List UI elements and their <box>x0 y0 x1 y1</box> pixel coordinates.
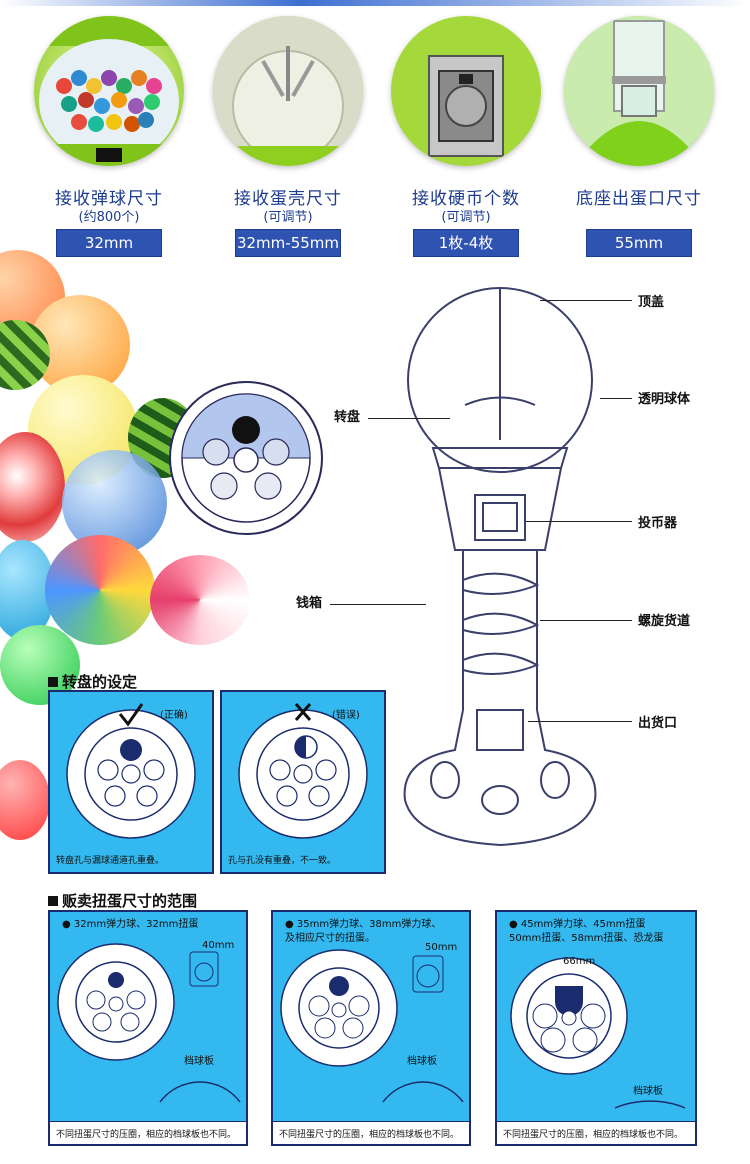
feature-title: 接收弹球尺寸 <box>55 189 163 209</box>
dimension-label: 40mm <box>202 940 235 951</box>
size-caption: 不同扭蛋尺寸的压圈，相应的档球板也不同。 <box>279 1130 460 1140</box>
bullet-square-icon <box>48 677 58 687</box>
feature-title: 底座出蛋口尺寸 <box>576 189 702 209</box>
size-panel-small: ● 32mm弹力球、32mm扭蛋 40mm 档球板 不同扭蛋尺寸的压圈，相应的档… <box>48 910 248 1146</box>
callout-line <box>540 300 632 301</box>
callout-line <box>330 604 426 605</box>
label-coin-mechanism: 投币器 <box>638 516 678 531</box>
dimension-label: 50mm <box>425 942 458 953</box>
wrong-tag: (错误) <box>332 710 360 721</box>
size-note: ● 35mm弹力球、38mm弹力球、及相应尺寸的扭蛋。 <box>285 919 442 944</box>
callout-line <box>368 418 450 419</box>
feature-outlet-size: 底座出蛋口尺寸 55mm <box>554 16 724 257</box>
panel-wrong: (错误) 孔与孔没有重叠，不一致。 <box>220 690 386 874</box>
feature-title: 接收蛋壳尺寸 <box>234 189 342 209</box>
feature-size-badge: 32mm <box>56 229 162 257</box>
size-note: ● 32mm弹力球、32mm扭蛋 <box>62 919 199 930</box>
bouncy-ball-image <box>0 760 50 840</box>
base-outlet-photo <box>564 16 714 166</box>
feature-capsule-size: 接收蛋壳尺寸 (可调节) 32mm-55mm <box>203 16 373 257</box>
section-title: 转盘的设定 <box>62 673 138 691</box>
top-banner-strip <box>0 0 750 6</box>
feature-coin-count: 接收硬币个数 (可调节) 1枚-4枚 <box>381 16 551 257</box>
feature-size-badge: 1枚-4枚 <box>413 229 519 257</box>
label-outlet: 出货口 <box>638 716 678 731</box>
panel-correct: (正确) 转盘孔与漏球通道孔重叠。 <box>48 690 214 874</box>
size-caption: 不同扭蛋尺寸的压圈，相应的档球板也不同。 <box>56 1130 237 1140</box>
size-caption: 不同扭蛋尺寸的压圈，相应的档球板也不同。 <box>503 1130 684 1140</box>
ball-globe-photo <box>34 16 184 166</box>
coin-mechanism-photo <box>391 16 541 166</box>
label-cash-box: 钱箱 <box>296 596 323 611</box>
feature-subtitle <box>554 209 724 227</box>
caption-box: 不同扭蛋尺寸的压圈，相应的档球板也不同。 <box>497 1121 695 1144</box>
label-globe: 透明球体 <box>638 392 691 407</box>
plate-label: 档球板 <box>407 1056 437 1067</box>
caption-box: 不同扭蛋尺寸的压圈，相应的档球板也不同。 <box>50 1121 246 1144</box>
size-panel-medium: ● 35mm弹力球、38mm弹力球、及相应尺寸的扭蛋。 50mm 档球板 不同扭… <box>271 910 471 1146</box>
swirl-ball-image <box>150 555 250 645</box>
caption-box: 不同扭蛋尺寸的压圈，相应的档球板也不同。 <box>273 1121 469 1144</box>
eyeball-ball-image <box>0 432 65 542</box>
feature-subtitle: (约800个) <box>78 210 140 225</box>
plate-label: 档球板 <box>184 1056 214 1067</box>
caption-wrong: 孔与孔没有重叠，不一致。 <box>228 856 337 866</box>
caption-correct: 转盘孔与漏球通道孔重叠。 <box>56 856 165 866</box>
callout-line <box>526 521 632 522</box>
label-spiral-track: 螺旋货道 <box>638 614 691 629</box>
feature-ball-size: 接收弹球尺寸 (约800个) 32mm <box>24 16 194 257</box>
bullet-square-icon <box>48 896 58 906</box>
callout-line <box>600 398 632 399</box>
label-top-cover: 顶盖 <box>638 295 665 310</box>
turntable-photo <box>213 16 363 166</box>
plate-label: 档球板 <box>633 1086 663 1097</box>
section-title: 贩卖扭蛋尺寸的范围 <box>62 892 198 910</box>
dimension-label: 66mm <box>563 956 596 967</box>
swirl-ball-image <box>45 535 155 645</box>
gumball-machine-diagram <box>395 280 605 850</box>
callout-line <box>540 620 632 621</box>
section-heading-size-range: 贩卖扭蛋尺寸的范围 <box>48 890 197 911</box>
turntable-detail <box>168 380 324 536</box>
callout-line <box>528 721 632 722</box>
section-heading-turntable: 转盘的设定 <box>48 671 137 692</box>
feature-title: 接收硬币个数 <box>412 189 520 209</box>
label-turntable: 转盘 <box>334 410 361 425</box>
correct-tag: (正确) <box>160 710 188 721</box>
feature-subtitle: (可调节) <box>263 210 313 225</box>
feature-size-badge: 55mm <box>586 229 692 257</box>
feature-subtitle: (可调节) <box>441 210 491 225</box>
feature-size-badge: 32mm-55mm <box>235 229 341 257</box>
